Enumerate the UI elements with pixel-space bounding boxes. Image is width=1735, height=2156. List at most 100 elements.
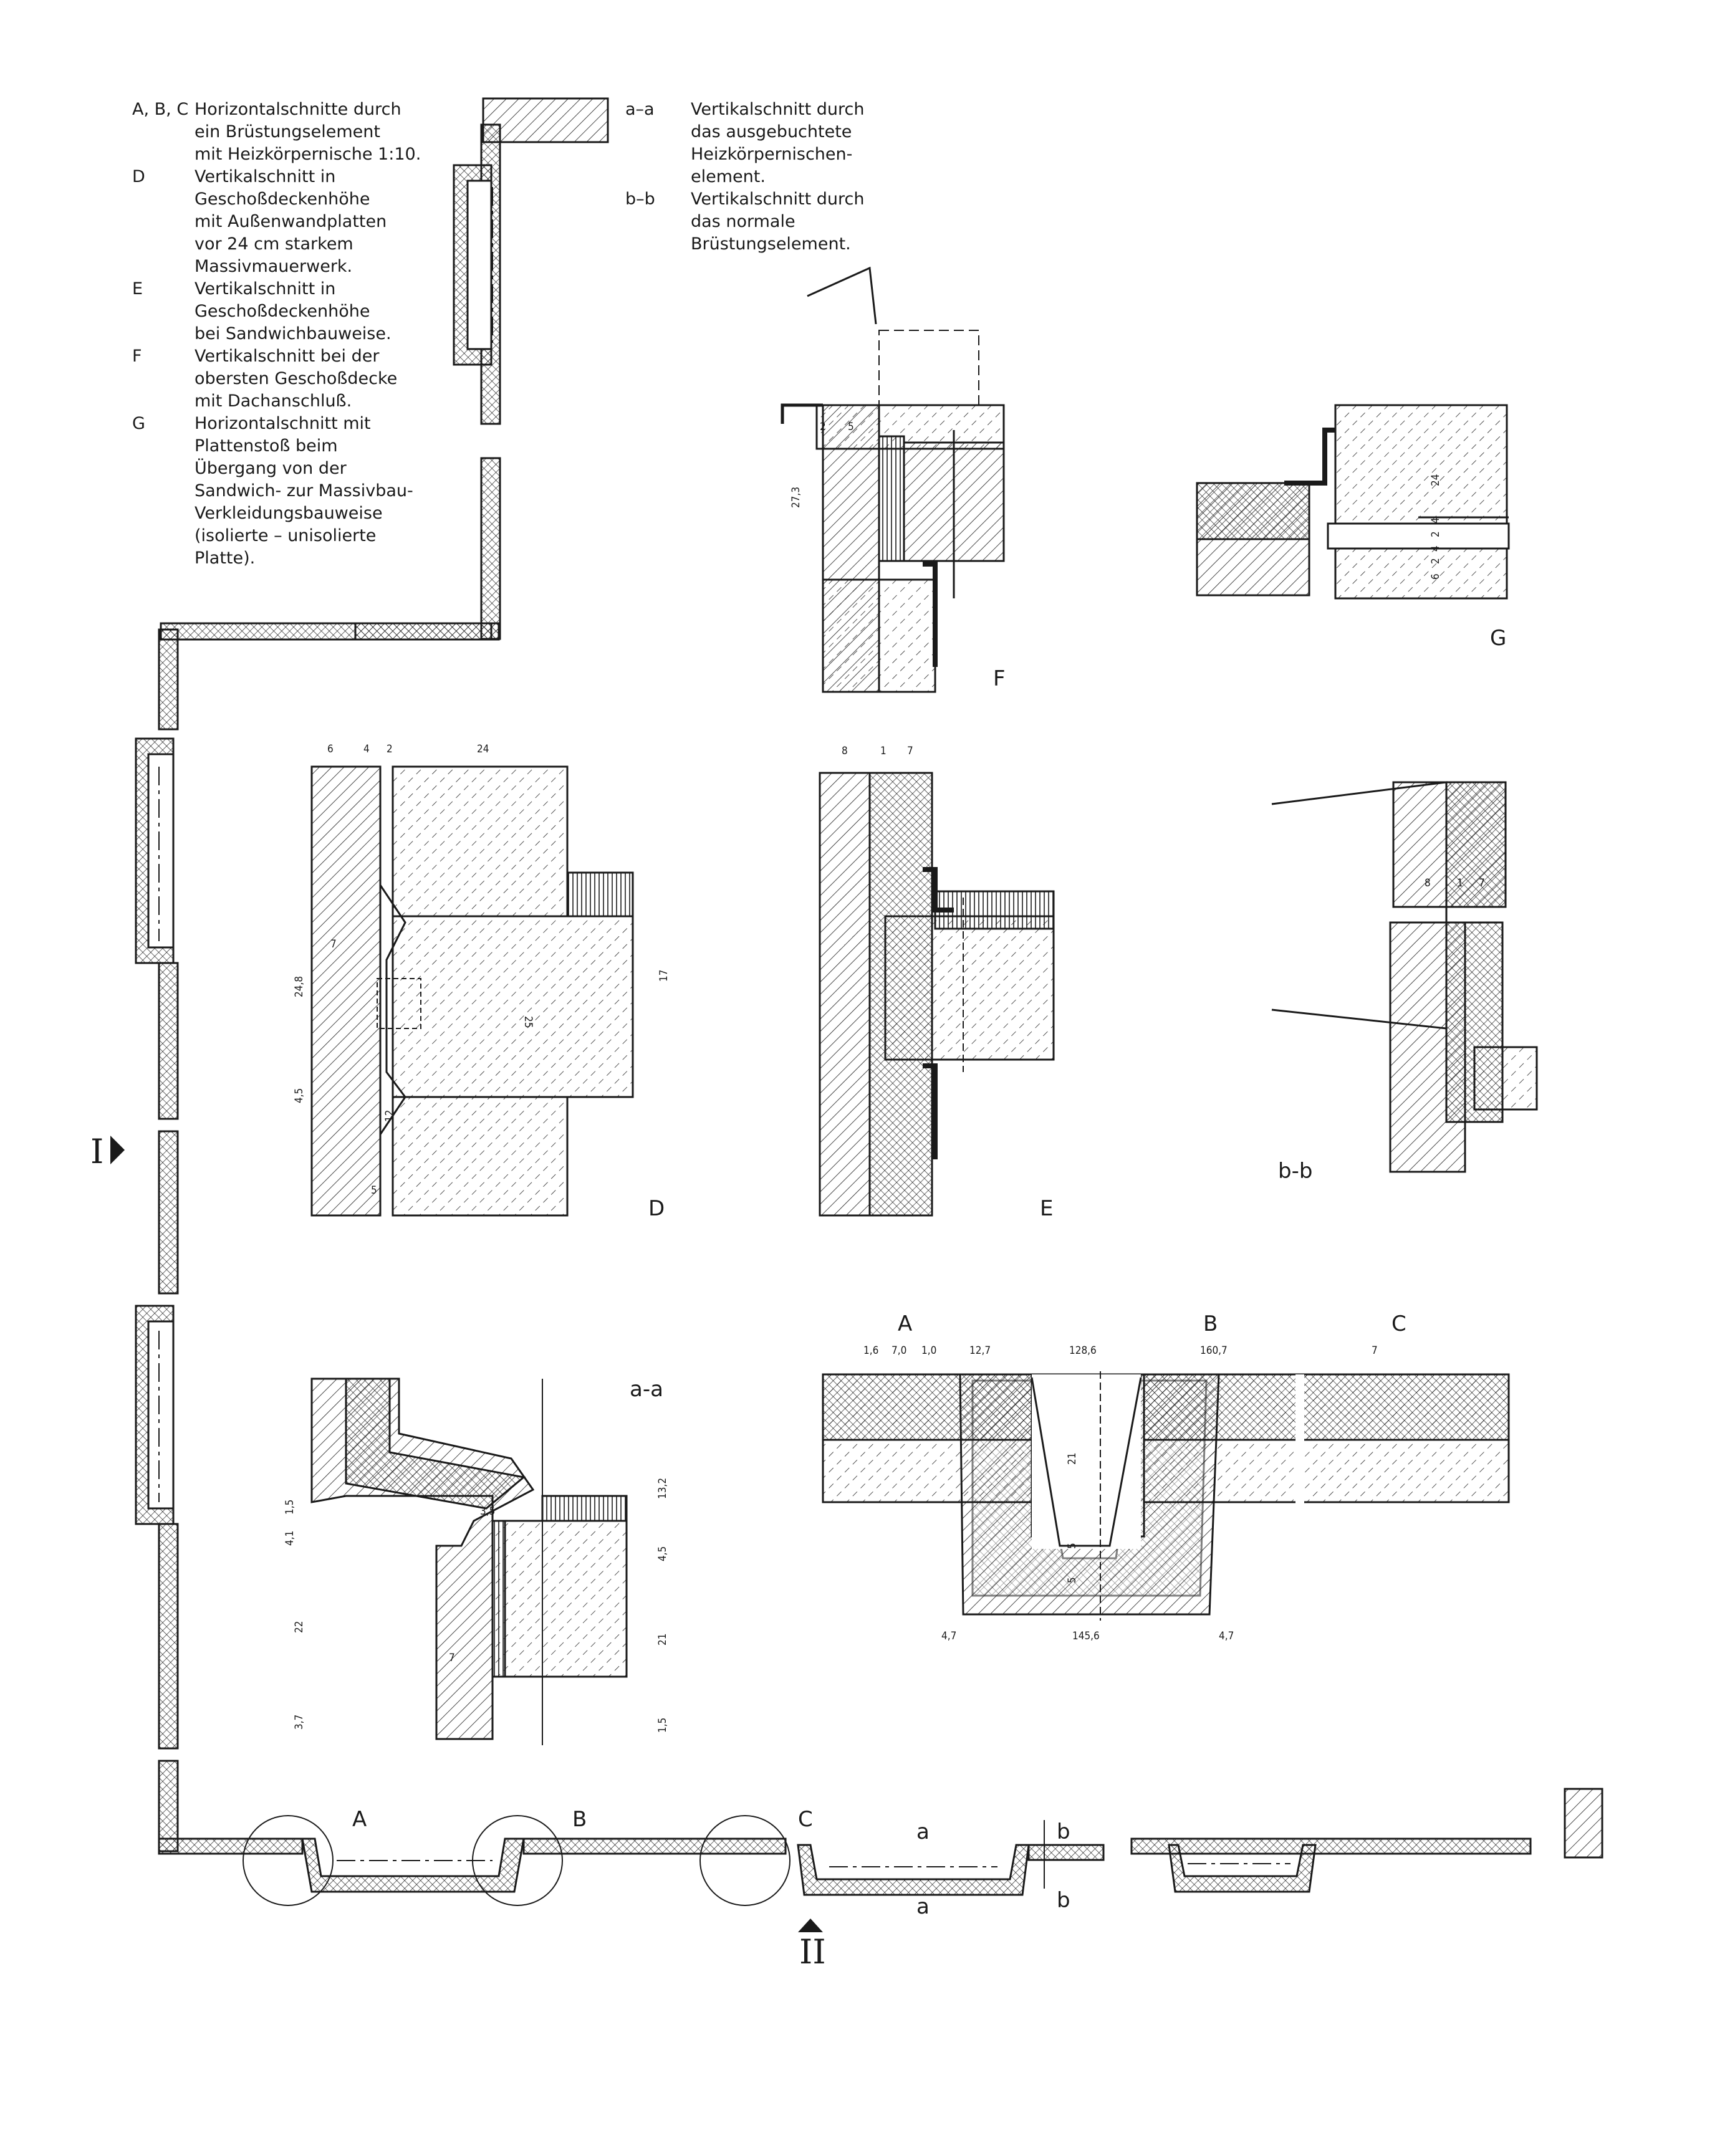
section-II-arrow-icon (798, 1919, 823, 1932)
legend-text: Vertikalschnitt in Geschoßdeckenhöhe mit… (195, 167, 387, 276)
dim-ABC-70: 7,0 (892, 1344, 906, 1357)
label-C-detail: C (1391, 1311, 1406, 1336)
label-C-plan: C (798, 1807, 813, 1832)
dim-D-7: 7 (330, 938, 337, 951)
dim-D-5: 5 (371, 1184, 377, 1197)
dim-F-5: 5 (848, 421, 854, 433)
dim-aa-22: 22 (293, 1621, 305, 1633)
dim-F-2: 2 (820, 421, 826, 433)
dim-F-273: 27,3 (790, 487, 802, 508)
legend-code: b–b (625, 189, 655, 209)
dim-G-4: 4 (1430, 517, 1442, 524)
dim-ABC-1607: 160,7 (1200, 1344, 1228, 1357)
dim-E-8: 8 (842, 745, 848, 757)
wall-plan-top-corner (453, 97, 609, 640)
label-B-plan: B (572, 1807, 587, 1832)
dim-D-17: 17 (658, 970, 670, 982)
legend-entry: A, B, C Horizontalschnitte durch ein Brüs… (132, 98, 481, 166)
detail-bb (1271, 781, 1538, 1173)
legend-text: Vertikalschnitt in Geschoßdeckenhöhe bei… (195, 279, 392, 343)
dim-aa-41: 4,1 (284, 1531, 296, 1546)
label-D: D (648, 1196, 665, 1221)
wall-plan-left (135, 622, 500, 1852)
dim-D-45: 4,5 (293, 1088, 305, 1103)
legend-text: Horizontalschnitte durch ein Brüstungsel… (195, 100, 421, 164)
dim-D-6: 6 (327, 743, 334, 755)
legend-entry: F Vertikalschnitt bei der obersten Gescho… (132, 345, 481, 413)
section-I-arrow-icon (110, 1136, 125, 1164)
dim-G-6: 6 (1430, 573, 1442, 580)
legend-code: A, B, C (132, 100, 189, 119)
label-b-top: b (1057, 1819, 1070, 1844)
legend-entry: E Vertikalschnitt in Geschoßdeckenhöhe be… (132, 278, 481, 345)
dim-ABC-127: 12,7 (969, 1344, 991, 1357)
dim-D-248: 24,8 (293, 976, 305, 997)
dim-aa-132: 13,2 (656, 1478, 669, 1499)
dim-E-1: 1 (880, 745, 887, 757)
legend-code: a–a (625, 100, 655, 119)
label-G: G (1490, 626, 1506, 651)
dim-G-4b: 4 (1430, 545, 1442, 552)
wall-plan-bottom (158, 1788, 1603, 1906)
dim-aa-37: 3,7 (293, 1715, 305, 1730)
dim-G-24: 24 (1430, 474, 1442, 486)
label-a-bottom: a (916, 1894, 930, 1919)
detail-aa (310, 1377, 628, 1745)
legend-text: Vertikalschnitt durch das ausgebuchtete … (691, 100, 865, 186)
legend-entry: G Horizontalschnitt mit Plattenstoß beim … (132, 413, 481, 570)
label-b-bottom: b (1057, 1888, 1070, 1913)
label-A-detail: A (898, 1311, 912, 1336)
label-F: F (993, 666, 1006, 691)
detail-F (781, 266, 1005, 693)
dim-aa-35: 3,5 (480, 1505, 495, 1518)
legend-code: D (132, 167, 145, 186)
legend-right: a–a Vertikalschnitt durch das ausgebuchte… (625, 98, 912, 256)
legend-left: A, B, C Horizontalschnitte durch ein Brüs… (132, 98, 481, 570)
label-A-plan: A (352, 1807, 367, 1832)
dim-aa-15b: 1,5 (656, 1718, 669, 1733)
dim-ABC-47b: 4,7 (1219, 1630, 1234, 1642)
dim-ABC-21: 21 (1066, 1453, 1079, 1465)
dim-aa-7: 7 (449, 1652, 455, 1664)
legend-text: Horizontalschnitt mit Plattenstoß beim Ü… (195, 414, 413, 568)
dim-D-12: 12 (383, 1110, 396, 1122)
legend-entry: a–a Vertikalschnitt durch das ausgebuchte… (625, 98, 912, 188)
dim-G-2b: 2 (1430, 558, 1442, 564)
legend-text: Vertikalschnitt bei der obersten Geschoß… (195, 347, 398, 411)
label-section-I: I (90, 1132, 103, 1171)
detail-ABC (822, 1371, 1510, 1621)
detail-E (819, 772, 1055, 1217)
dim-D-24: 24 (477, 743, 489, 755)
dim-E-7: 7 (907, 745, 913, 757)
dim-ABC-16: 1,6 (863, 1344, 878, 1357)
detail-D (310, 765, 634, 1217)
dim-bb-8: 8 (1425, 877, 1431, 889)
dim-bb-7: 7 (1479, 877, 1485, 889)
label-aa: a-a (630, 1377, 663, 1402)
dim-D-4: 4 (363, 743, 370, 755)
dim-G-2: 2 (1430, 531, 1442, 537)
dim-ABC-47: 4,7 (941, 1630, 956, 1642)
dim-ABC-7: 7 (1372, 1344, 1378, 1357)
legend-code: E (132, 279, 143, 299)
legend-entry: D Vertikalschnitt in Geschoßdeckenhöhe mi… (132, 166, 481, 278)
label-bb: b-b (1278, 1159, 1312, 1184)
dim-ABC-5: 5 (1066, 1543, 1079, 1549)
dim-ABC-10: 1,0 (921, 1344, 936, 1357)
label-B-detail: B (1203, 1311, 1218, 1336)
dim-D-25: 25 (522, 1016, 534, 1028)
dim-ABC-5b: 5 (1066, 1577, 1079, 1583)
label-section-II: II (799, 1932, 826, 1972)
label-a-top: a (916, 1819, 930, 1844)
legend-text: Vertikalschnitt durch das normale Brüstu… (691, 189, 865, 254)
dim-aa-21: 21 (656, 1634, 669, 1646)
dim-aa-45: 4,5 (656, 1546, 669, 1561)
dim-ABC-1456: 145,6 (1072, 1630, 1100, 1642)
legend-entry: b–b Vertikalschnitt durch das normale Brü… (625, 188, 912, 256)
dim-aa-15: 1,5 (284, 1500, 296, 1515)
legend-code: G (132, 414, 145, 433)
dim-bb-1: 1 (1457, 877, 1463, 889)
legend-code: F (132, 347, 142, 366)
dim-ABC-1286: 128,6 (1069, 1344, 1097, 1357)
